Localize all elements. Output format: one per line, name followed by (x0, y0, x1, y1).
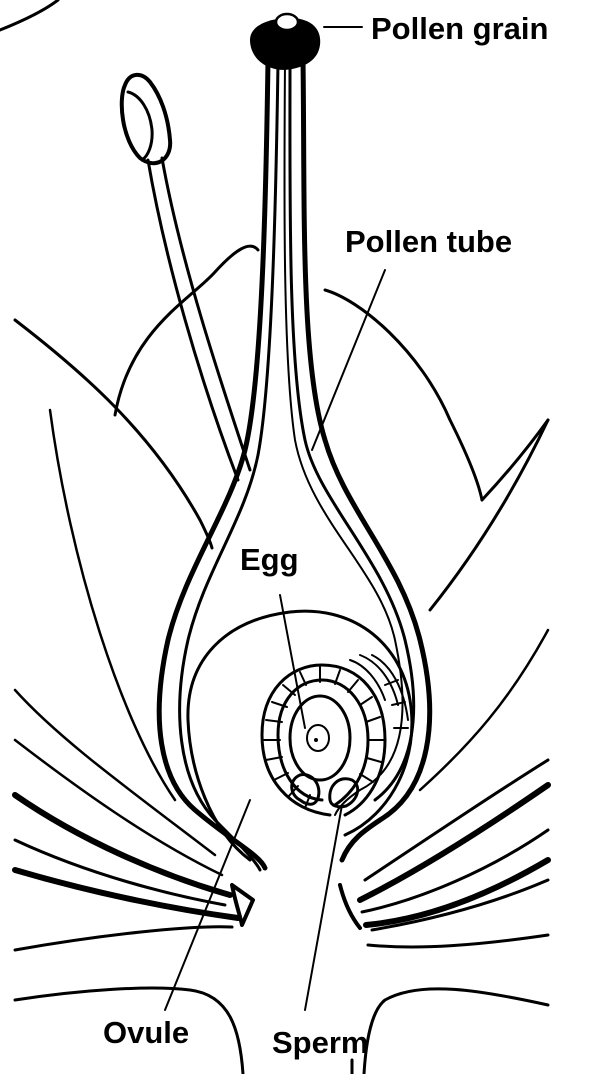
right-stem-edge (364, 989, 548, 1074)
left-receptacle-edge (15, 927, 232, 950)
anther (122, 75, 170, 163)
egg-label: Egg (240, 542, 299, 577)
pistil-left-wall (159, 60, 268, 868)
left-inner-petal (115, 246, 258, 415)
right-receptacle-edge (368, 935, 548, 947)
right-petal-line-1 (420, 630, 548, 790)
left-petal-line-1 (15, 690, 215, 855)
pollen-tube-leader (312, 270, 385, 450)
pollen-tube-label: Pollen tube (345, 224, 512, 259)
right-inner-petal (325, 290, 482, 500)
pistil-right-inner-wall (290, 62, 414, 800)
right-receptacle-notch (340, 885, 360, 928)
filament-right-edge (162, 158, 250, 470)
right-petal-inner-edge (430, 420, 548, 610)
egg-nucleolus (314, 738, 318, 742)
egg-nucleus (307, 725, 329, 751)
egg-cell-wall (290, 696, 350, 780)
pollen-grain-label: Pollen grain (371, 11, 548, 46)
stamen (122, 75, 250, 480)
pollen-grain-body (276, 14, 298, 30)
right-petals (360, 630, 548, 930)
left-outer-petal-edge (15, 320, 212, 548)
right-petal-tip (482, 420, 548, 500)
sperm-leader (305, 805, 342, 1010)
right-petal-line-4 (362, 830, 548, 912)
outline-arc (0, 0, 58, 30)
right-petal-line-2 (365, 760, 548, 880)
ovule-label: Ovule (103, 1015, 189, 1050)
sperm-label: Sperm (272, 1025, 368, 1060)
pistil (159, 18, 429, 870)
left-petals (15, 320, 238, 918)
